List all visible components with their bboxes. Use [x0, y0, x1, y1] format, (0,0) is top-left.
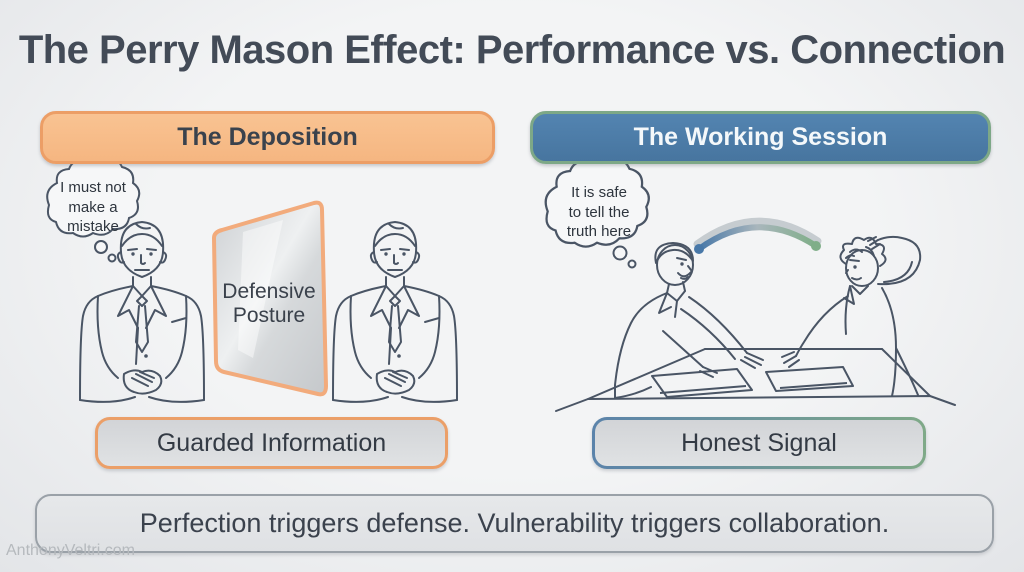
right-panel-header-label: The Working Session: [633, 123, 888, 151]
honest-signal-badge: Honest Signal: [592, 417, 926, 469]
left-panel-header-label: The Deposition: [177, 123, 358, 151]
page-title: The Perry Mason Effect: Performance vs. …: [18, 28, 1006, 72]
right-thought-bubble-text: It is safe to tell the truth here: [566, 184, 632, 240]
watermark: AnthonyVeltri.com: [6, 542, 135, 559]
paper-icons: [651, 366, 854, 398]
left-thought-bubble-text: I must not make a mistake: [60, 179, 126, 235]
honest-signal-label: Honest Signal: [681, 428, 837, 457]
businessman-right-icon: [332, 221, 458, 403]
right-thought-bubble-icon: [544, 156, 650, 269]
defensive-posture-label: Defensive Posture: [222, 280, 316, 328]
takeaway-text: Perfection triggers defense. Vulnerabili…: [139, 508, 890, 538]
collaborator-right-icon: [781, 235, 922, 397]
left-panel-header: The Deposition: [40, 111, 495, 164]
table-icon: [555, 348, 956, 412]
guarded-information-label: Guarded Information: [156, 428, 387, 457]
collaborator-left-icon: [614, 242, 764, 399]
left-thought-bubble-icon: [46, 155, 141, 263]
right-panel-header: The Working Session: [530, 111, 991, 164]
defensive-barrier-icon: [212, 200, 328, 397]
takeaway-banner: Perfection triggers defense. Vulnerabili…: [35, 494, 994, 553]
guarded-information-badge: Guarded Information: [95, 417, 448, 469]
connection-arc-icon: [693, 217, 822, 254]
